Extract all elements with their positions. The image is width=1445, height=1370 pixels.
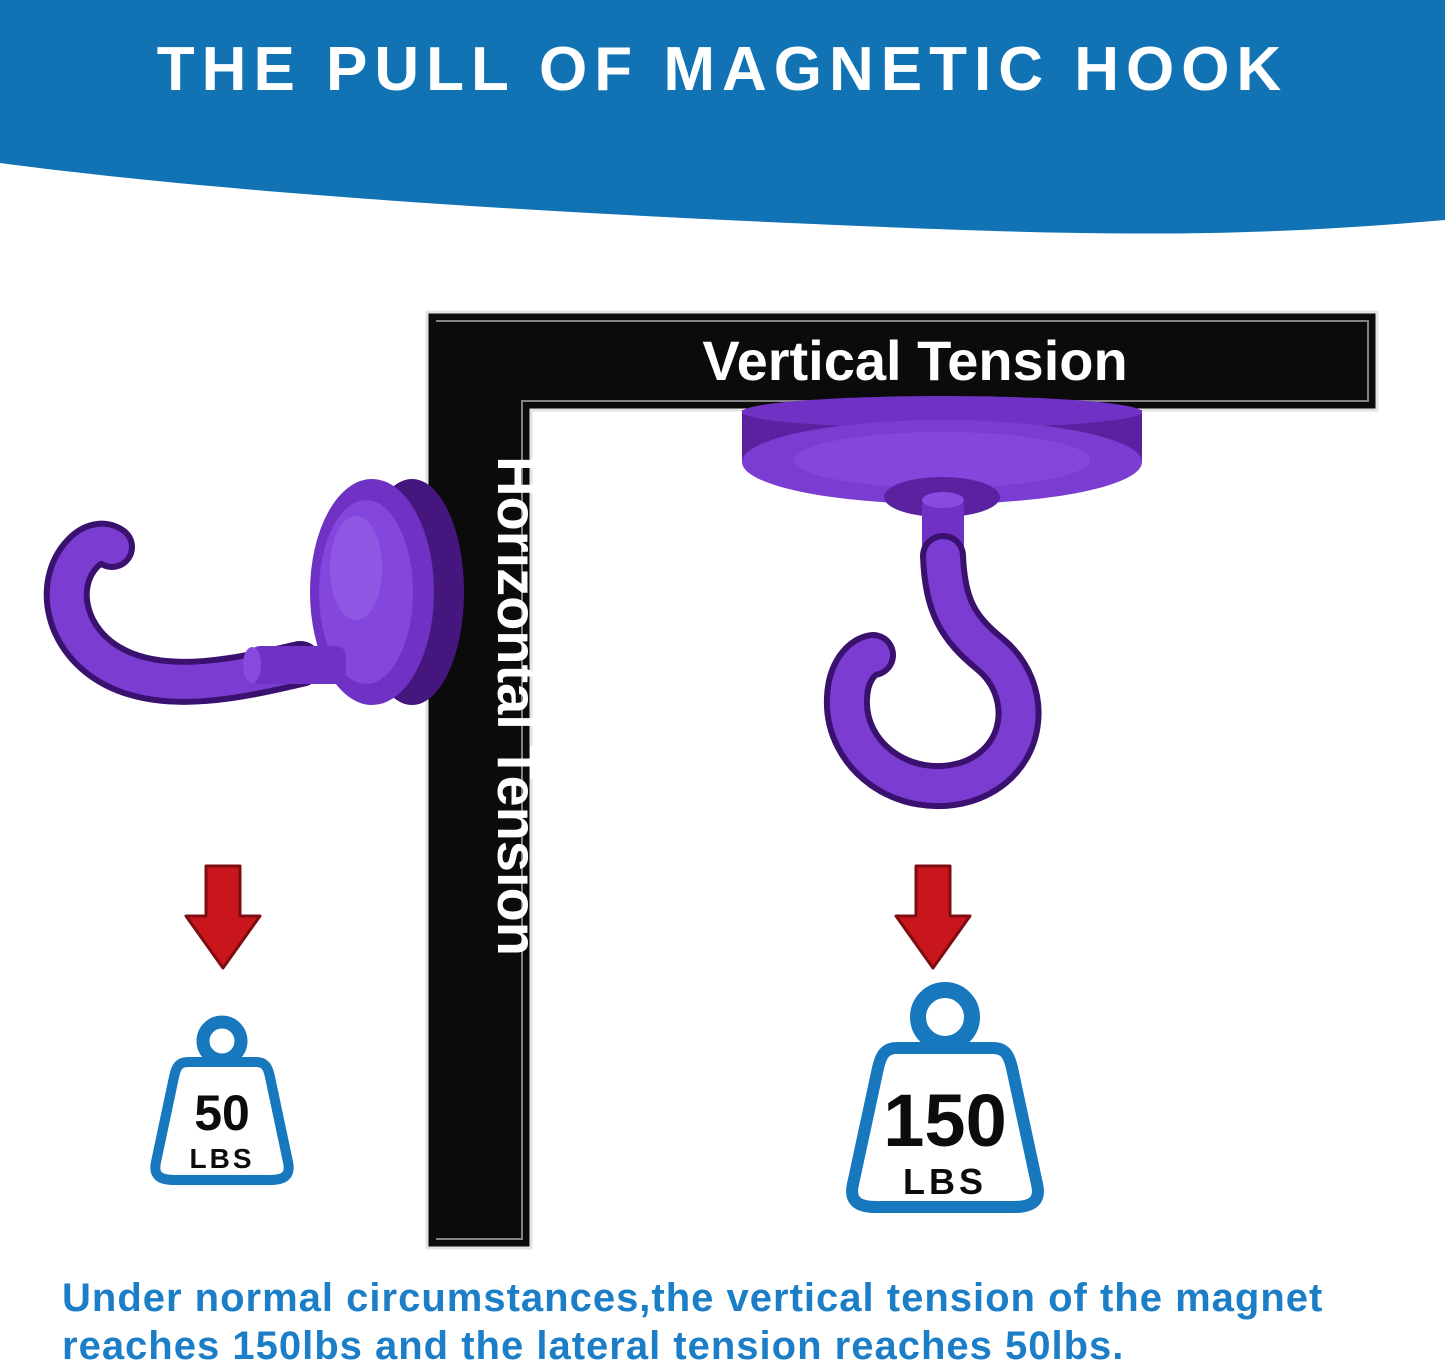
magnet-face-highlight [794, 432, 1090, 488]
down-arrow-icon [894, 864, 972, 970]
weight-body [150, 1057, 294, 1185]
caption-line2: reaches 150lbs and the lateral tension r… [62, 1324, 1125, 1368]
vertical-tension-label: Vertical Tension [702, 329, 1127, 392]
magnet-top-rim [742, 396, 1142, 428]
hook-curve [49, 526, 317, 699]
header-band [0, 0, 1445, 234]
wall-hook [43, 479, 464, 705]
ceiling-hook [742, 396, 1142, 810]
down-arrow-icon [184, 864, 262, 970]
weight-unit: LBS [190, 1143, 255, 1174]
caption-line1: Under normal circumstances,the vertical … [62, 1276, 1324, 1320]
weight-ring [910, 982, 980, 1052]
weight-value: 150 [883, 1079, 1006, 1162]
vertical-pull-arrow [894, 864, 972, 970]
magnet-face-highlight [330, 516, 382, 620]
weight-icon-50lbs: 50 LBS [150, 1015, 294, 1185]
weight-icon-150lbs: 150 LBS [846, 982, 1044, 1213]
weight-unit: LBS [903, 1161, 987, 1202]
weight-body [846, 1042, 1044, 1213]
weight-ring [196, 1015, 248, 1067]
hook-stem [250, 646, 346, 684]
weight-value: 50 [194, 1085, 250, 1141]
caption: Under normal circumstances,the vertical … [62, 1274, 1420, 1370]
horizontal-tension-label: Horizontal Tension [486, 456, 549, 956]
horizontal-pull-arrow [184, 864, 262, 970]
hook-stem-cap [922, 492, 964, 508]
page-title: THE PULL OF MAGNETIC HOOK [156, 35, 1289, 104]
hook-stem-cap [243, 647, 261, 683]
hook-curve [829, 539, 1036, 804]
